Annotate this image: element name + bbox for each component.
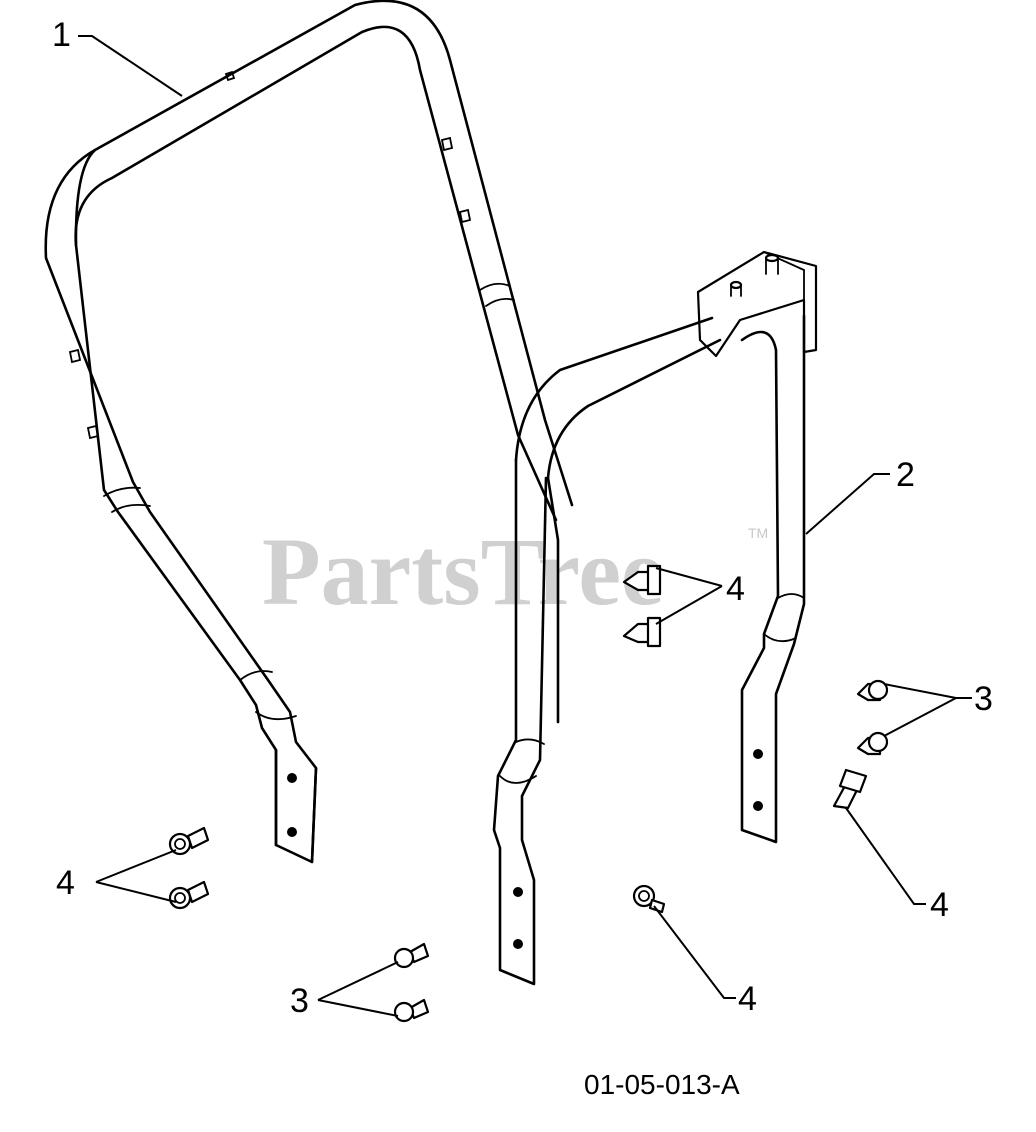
- callout-4-bottom: 4: [738, 980, 757, 1018]
- callout-4-right: 4: [930, 886, 949, 924]
- nut-bottom-upper: [393, 942, 430, 969]
- nut-right-upper: [856, 679, 889, 702]
- callout-3-left: 3: [290, 982, 309, 1020]
- watermark-trademark: TM: [748, 525, 768, 541]
- bolt-center-lower: [622, 616, 662, 648]
- nut-right-lower: [856, 731, 889, 756]
- nut-left-lower: [168, 880, 210, 910]
- bolt-center-upper: [622, 564, 662, 596]
- callout-4-center: 4: [726, 570, 745, 608]
- callout-4-left: 4: [56, 864, 75, 902]
- nut-bottom-center: [632, 884, 666, 914]
- callout-1: 1: [52, 16, 71, 54]
- watermark-text: PartsTree: [262, 518, 664, 625]
- part-2-lower-handle: [492, 250, 818, 986]
- fastener-group: [168, 564, 889, 1023]
- leader-lines: [78, 35, 972, 1017]
- figure-id: 01-05-013-A: [584, 1069, 740, 1100]
- bolt-right-single: [832, 768, 868, 810]
- callout-2: 2: [896, 456, 915, 494]
- nut-bottom-lower: [393, 998, 430, 1023]
- nut-left-upper: [168, 826, 210, 856]
- callout-3-right: 3: [974, 680, 993, 718]
- part-1-upper-handle: [44, 0, 574, 864]
